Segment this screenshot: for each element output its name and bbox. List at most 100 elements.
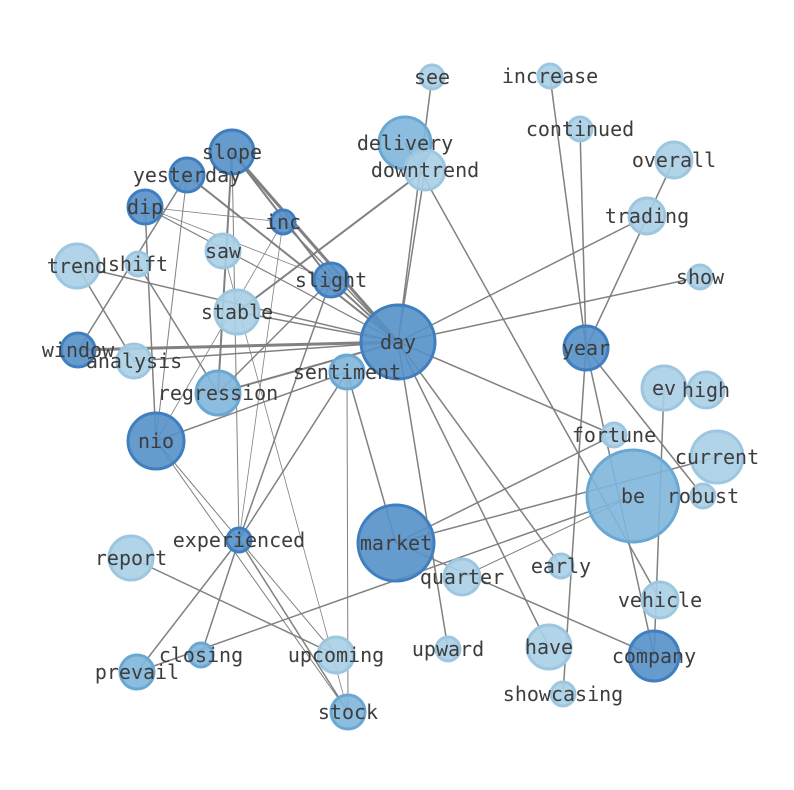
node-slope	[208, 128, 256, 176]
node-early	[547, 552, 575, 580]
node-yesterday	[168, 156, 206, 194]
node-company	[627, 629, 681, 683]
node-label-closing: closing	[159, 643, 243, 667]
node-ev	[640, 364, 688, 412]
node-label-slope: slope	[202, 140, 262, 164]
node-prevail	[118, 653, 156, 691]
edge-experienced-stock	[238, 539, 349, 713]
node-showcasing	[549, 680, 577, 708]
edge-market-company	[395, 542, 655, 657]
node-label-robust: robust	[667, 484, 739, 508]
node-layer	[53, 62, 745, 731]
node-label-overall: overall	[632, 148, 716, 172]
node-label-upward: upward	[412, 637, 484, 661]
edge-day-trading	[397, 215, 648, 343]
edge-day-show	[397, 276, 701, 343]
node-inc	[269, 208, 297, 236]
node-show	[686, 263, 714, 291]
node-label-fortune: fortune	[572, 423, 656, 447]
node-have	[525, 623, 573, 671]
edge-be-prevail	[136, 495, 634, 673]
node-label-market: market	[360, 531, 432, 555]
edge-inc-nio	[155, 221, 284, 442]
node-high	[686, 370, 726, 410]
edge-fortune-market	[395, 434, 615, 544]
node-market	[356, 503, 436, 583]
node-label-trend: trend	[47, 254, 107, 278]
edge-day-upward	[397, 341, 449, 650]
node-downtrend	[403, 148, 447, 192]
edge-day-yesterday	[186, 174, 399, 343]
node-analysis	[115, 342, 153, 380]
edge-day-fortune	[397, 341, 615, 436]
node-label-saw: saw	[205, 239, 242, 263]
node-stock	[329, 693, 367, 731]
node-label-company: company	[612, 644, 696, 668]
edge-overall-year	[585, 159, 675, 349]
edge-dip-inc	[144, 206, 284, 223]
edge-day-dip	[144, 206, 399, 343]
node-trend	[53, 242, 101, 290]
node-label-downtrend: downtrend	[371, 158, 479, 182]
node-increase	[536, 62, 564, 90]
node-label-regression: regression	[158, 381, 278, 405]
node-label-delivery: delivery	[357, 131, 453, 155]
edge-downtrend-stable	[236, 169, 426, 313]
node-label-analysis: analysis	[86, 349, 182, 373]
node-upcoming	[316, 635, 356, 675]
node-label-prevail: prevail	[95, 660, 179, 684]
edge-nio-stock	[155, 440, 349, 713]
node-label-day: day	[380, 330, 416, 354]
node-label-dip: dip	[127, 195, 163, 219]
node-label-nio: nio	[138, 429, 174, 453]
node-label-sentiment: sentiment	[293, 360, 401, 384]
node-regression	[194, 369, 242, 417]
edge-yesterday-nio	[155, 174, 188, 442]
node-shift	[124, 250, 152, 278]
node-label-ev: ev	[652, 376, 676, 400]
node-report	[107, 534, 155, 582]
node-year	[562, 324, 610, 372]
node-current	[689, 429, 745, 485]
node-label-trading: trading	[605, 204, 689, 228]
edge-dip-nio	[144, 206, 157, 442]
edge-slight-experienced	[238, 279, 332, 541]
edge-day-have	[397, 341, 550, 648]
edge-day-analysis	[133, 341, 399, 362]
node-upward	[434, 635, 462, 663]
node-see	[418, 63, 446, 91]
node-sentiment	[328, 353, 366, 391]
node-slight	[312, 261, 350, 299]
node-window	[59, 331, 97, 369]
node-label-stock: stock	[318, 700, 378, 724]
node-saw	[204, 232, 242, 270]
edge-slope-regression	[217, 151, 233, 394]
node-overall	[654, 140, 694, 180]
node-label-show: show	[676, 265, 725, 289]
node-nio	[126, 411, 186, 471]
edge-year-robust	[585, 347, 704, 497]
node-closing	[187, 641, 215, 669]
node-fortune	[600, 421, 628, 449]
node-label-see: see	[414, 65, 450, 89]
edge-day-slope	[230, 151, 400, 343]
node-continued	[566, 115, 594, 143]
edge-see-day	[397, 76, 433, 343]
node-label-experienced: experienced	[173, 528, 305, 552]
node-label-stable: stable	[201, 300, 273, 324]
node-label-shift: shift	[108, 252, 168, 276]
node-label-showcasing: showcasing	[503, 682, 623, 706]
node-day	[359, 303, 437, 381]
node-label-yesterday: yesterday	[133, 163, 241, 187]
node-label-high: high	[682, 378, 730, 402]
node-label-continued: continued	[526, 117, 634, 141]
node-label-slight: slight	[295, 268, 367, 292]
node-experienced	[225, 526, 253, 554]
node-label-be: be	[621, 484, 645, 508]
node-stable	[213, 288, 261, 336]
node-vehicle	[640, 580, 680, 620]
edge-shift-regression	[137, 263, 219, 394]
edge-increase-year	[549, 75, 587, 349]
